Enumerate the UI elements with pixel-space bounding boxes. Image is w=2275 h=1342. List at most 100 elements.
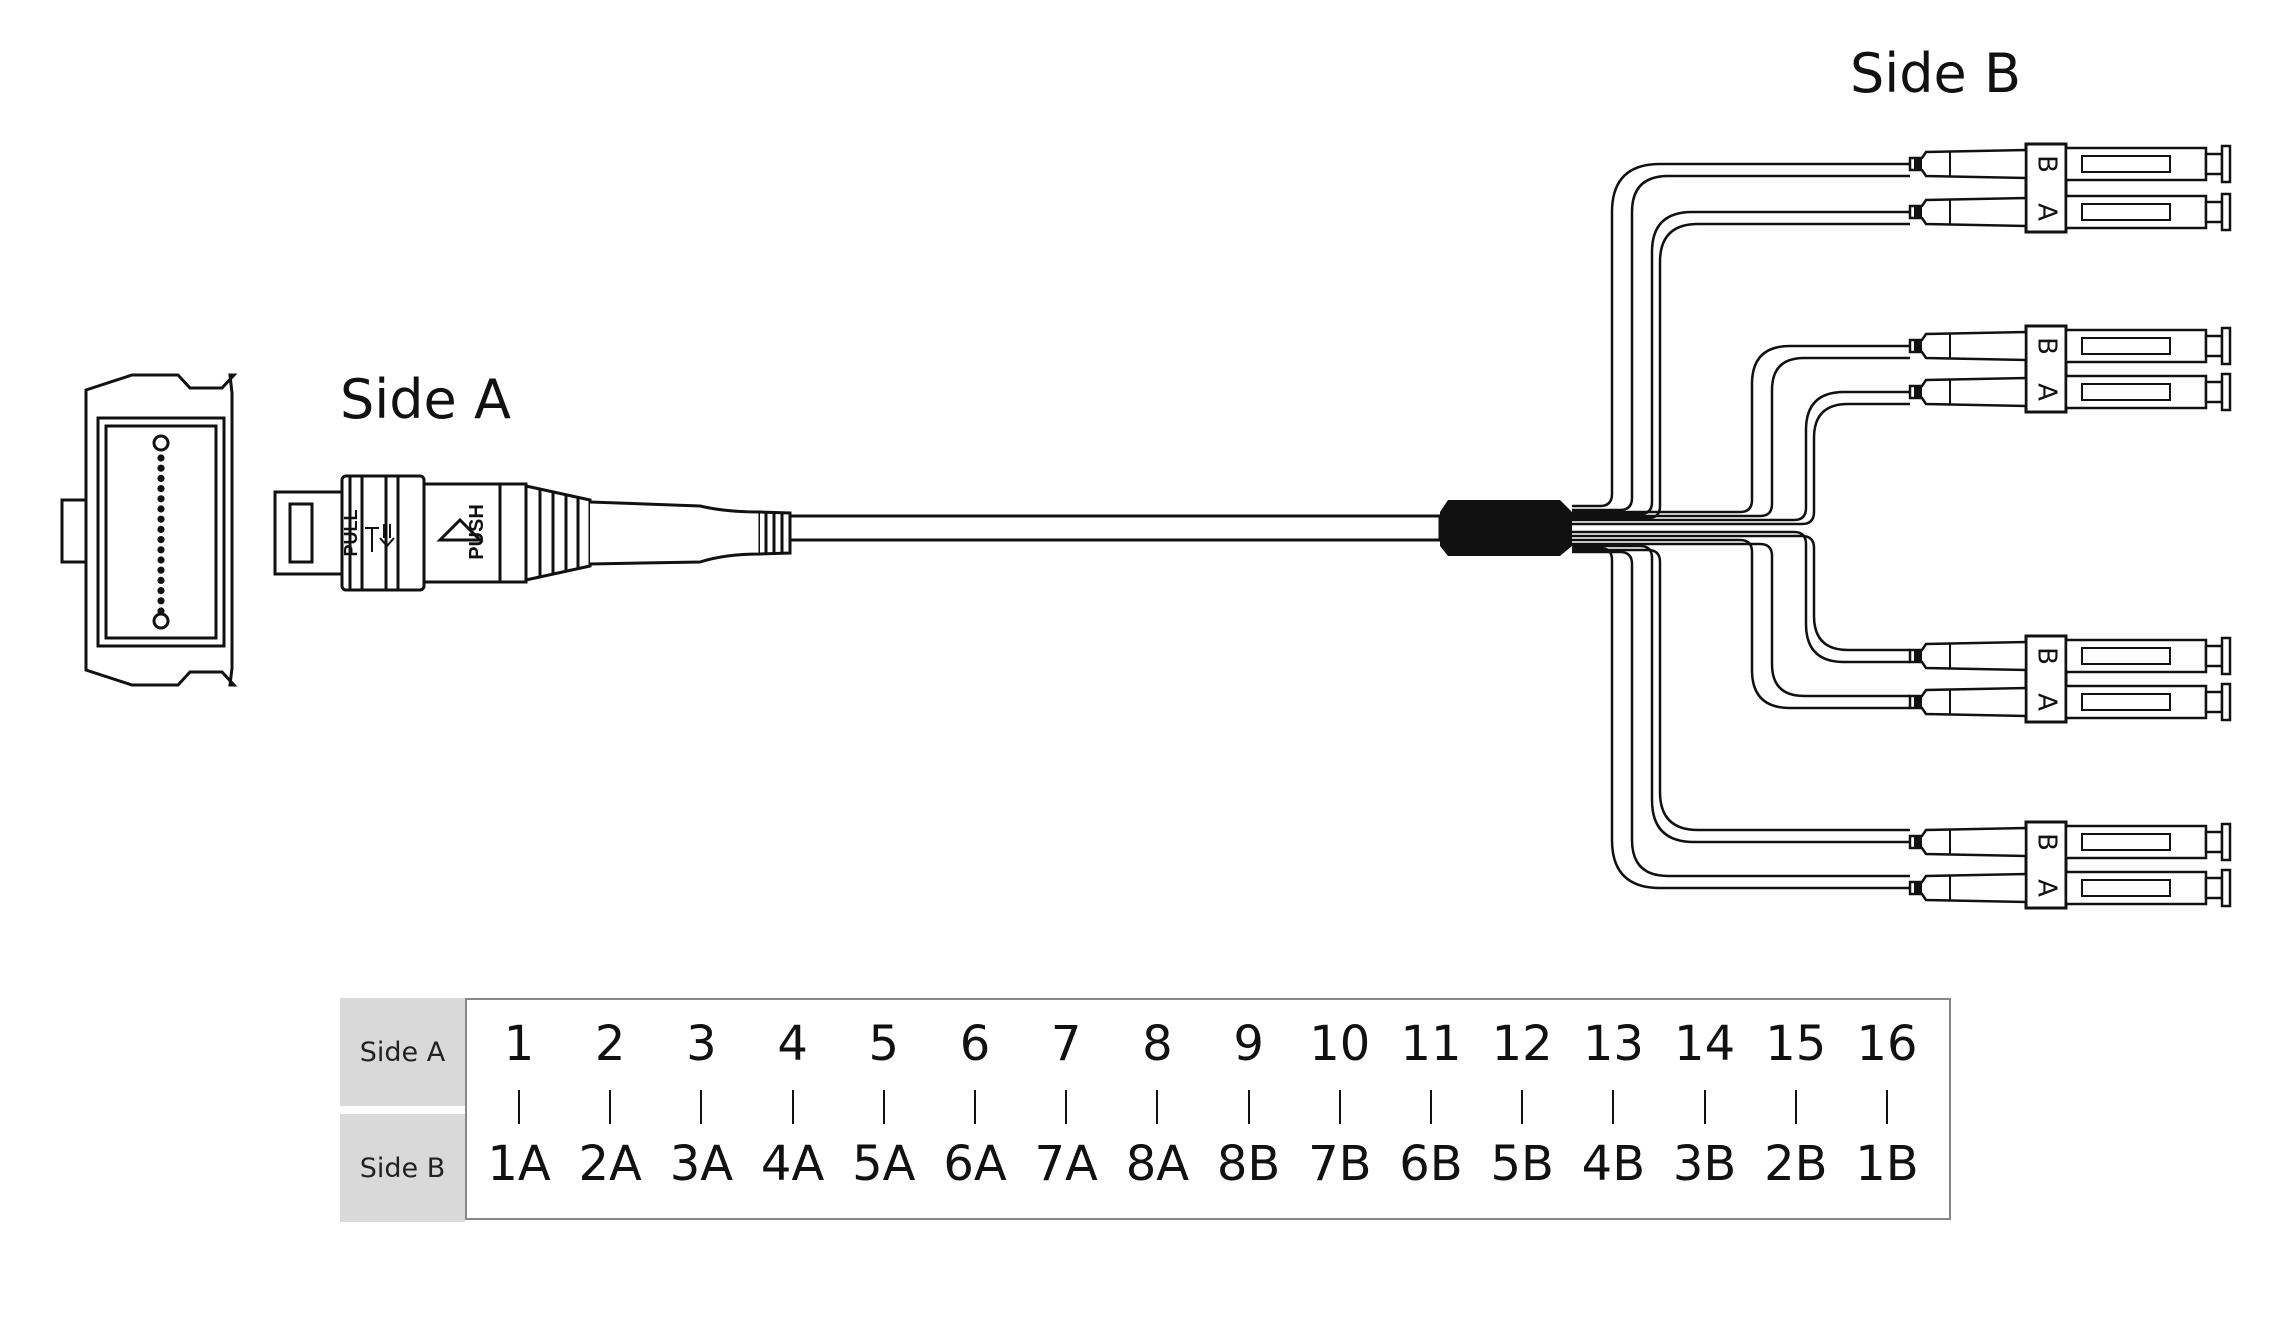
lc-housing — [2024, 142, 2068, 234]
lc-duplex-4: BA — [1908, 820, 2232, 910]
fiber-dot — [157, 546, 165, 554]
lc-boot — [1908, 196, 2028, 228]
side-b-fiber-label: 7A — [1034, 1136, 1098, 1192]
lc-ferrule — [2204, 830, 2224, 854]
fiber-dot — [157, 566, 165, 574]
side-a-label: Side A — [340, 368, 511, 431]
side-b-fiber-label: 1A — [487, 1136, 551, 1192]
lc-boot-band — [1914, 695, 1922, 709]
lc-boot-band — [1914, 339, 1922, 353]
side-b-fiber-label: 5B — [1490, 1136, 1554, 1192]
side-b-fiber-label: 8A — [1125, 1136, 1190, 1192]
lc-ferrule — [2204, 200, 2224, 224]
lc-latch — [2081, 155, 2171, 173]
lc-boot-band — [1914, 205, 1922, 219]
side-a-fiber-number: 14 — [1674, 1016, 1736, 1072]
lc-polarity-letter: B — [2032, 155, 2062, 173]
side-a-fiber-number: 8 — [1142, 1016, 1173, 1072]
lc-boot — [1908, 826, 2028, 858]
mapping-connector-line — [1703, 1090, 1706, 1124]
lc-ferrule-tip — [2220, 192, 2232, 232]
lc-boot-band — [1914, 385, 1922, 399]
mpo-front-face — [60, 373, 238, 687]
mpo-plug-connector — [273, 474, 792, 592]
mapping-connector-line — [1612, 1090, 1615, 1124]
fiber-dot — [157, 597, 165, 605]
fiber-dot — [157, 556, 165, 564]
mapping-connector-line — [1247, 1090, 1250, 1124]
lc-ferrule-tip — [2220, 868, 2232, 908]
side-b-fiber-label: 7B — [1308, 1136, 1372, 1192]
side-a-fiber-number: 12 — [1491, 1016, 1553, 1072]
lc-boot-band — [1914, 649, 1922, 663]
lc-boot — [1908, 686, 2028, 718]
side-a-fiber-number: 10 — [1309, 1016, 1371, 1072]
lc-polarity-letter: B — [2032, 647, 2062, 665]
lc-ferrule — [2204, 152, 2224, 176]
side-b-fiber-label: 6B — [1399, 1136, 1463, 1192]
lc-duplex-2: BA — [1908, 324, 2232, 414]
lc-latch — [2081, 693, 2171, 711]
lc-housing — [2024, 634, 2068, 724]
lc-duplex-3: BA — [1908, 634, 2232, 724]
lc-boot — [1908, 330, 2028, 362]
lc-latch — [2081, 203, 2171, 221]
side-a-fiber-number: 5 — [868, 1016, 900, 1072]
row-header-side-b: Side B — [359, 1152, 446, 1184]
mapping-column: 13 4B — [1569, 1000, 1657, 1222]
fiber-dot — [157, 576, 165, 585]
lc-ferrule-tip — [2220, 326, 2232, 366]
side-b-label: Side B — [1850, 42, 2021, 105]
side-a-fiber-number: 1 — [503, 1016, 535, 1072]
fiber-dot — [157, 464, 165, 472]
side-a-fiber-number: 13 — [1582, 1016, 1644, 1072]
breakout-fibers — [1572, 162, 1910, 890]
lc-boot — [1908, 376, 2028, 408]
lc-boot — [1908, 640, 2028, 672]
mapping-column: 4 4A — [749, 1000, 837, 1222]
side-b-fiber-label: 4A — [760, 1136, 825, 1192]
lc-polarity-letter: B — [2032, 833, 2062, 851]
side-a-fiber-number: 4 — [777, 1016, 808, 1072]
lc-duplex-1: BA — [1908, 142, 2232, 234]
lc-polarity-letter: A — [2032, 203, 2062, 221]
lc-ferrule-tip — [2220, 682, 2232, 722]
lc-latch — [2081, 383, 2171, 401]
lc-latch — [2081, 337, 2171, 355]
mapping-column: 8 8A — [1113, 1000, 1201, 1222]
lc-boot-band — [1914, 881, 1922, 895]
push-text: PUSH — [466, 504, 488, 560]
fiber-dot — [157, 474, 165, 482]
lc-ferrule — [2204, 380, 2224, 404]
lc-ferrule-tip — [2220, 372, 2232, 412]
lc-ferrule-tip — [2220, 822, 2232, 862]
mapping-connector-line — [1886, 1090, 1888, 1124]
fiber-dot — [157, 485, 165, 493]
fiber-dot — [157, 505, 165, 513]
fiber-position-dots — [157, 454, 165, 615]
fanout-breakout-boot — [1440, 500, 1572, 556]
mapping-connector-line — [974, 1090, 976, 1124]
lc-boot — [1908, 148, 2028, 180]
mapping-connector-line — [791, 1090, 794, 1124]
mapping-connector-line — [1794, 1090, 1797, 1124]
fiber-dot — [157, 495, 165, 503]
side-b-fiber-label: 4B — [1581, 1136, 1646, 1192]
side-a-fiber-number: 6 — [959, 1016, 991, 1072]
mapping-column: 12 5B — [1478, 1000, 1566, 1222]
fiber-dot — [157, 525, 165, 534]
mapping-header-column: Side A Side B — [340, 998, 465, 1222]
lc-latch — [2081, 647, 2171, 665]
lc-ferrule-tip — [2220, 144, 2232, 184]
side-b-fiber-label: 1B — [1855, 1136, 1919, 1192]
fiber-dot — [157, 536, 165, 544]
